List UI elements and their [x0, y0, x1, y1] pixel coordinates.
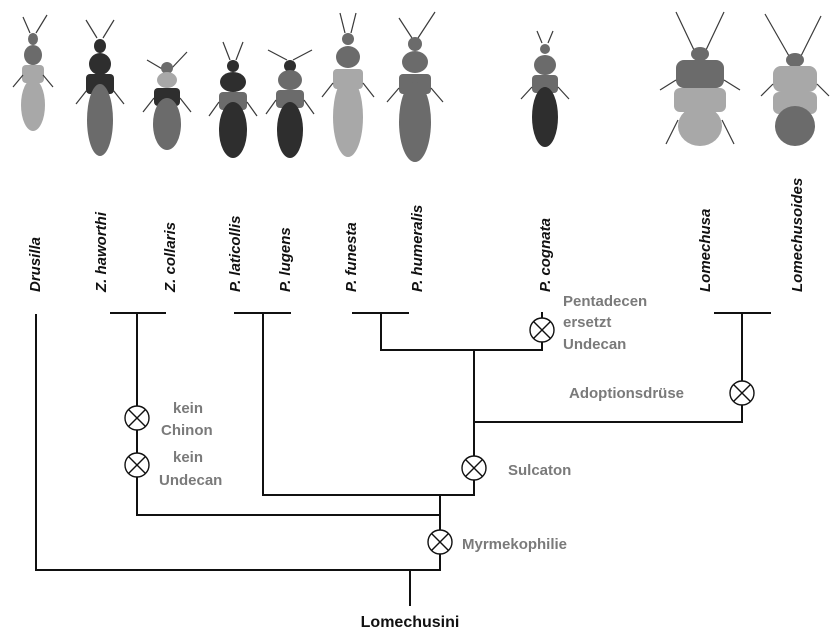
- trait-marker-sulcaton: [462, 456, 486, 480]
- taxon-label-drusilla: Drusilla: [27, 237, 44, 292]
- taxon-label-lomechusa: Lomechusa: [697, 209, 714, 292]
- trait-label-kein-undecan-1: kein: [173, 449, 203, 466]
- taxon-label-z-collaris: Z. collaris: [162, 222, 179, 293]
- beetle-image-z-haworthi: [76, 20, 124, 156]
- taxon-label-p-laticollis: P. laticollis: [227, 216, 244, 292]
- trait-marker-kein-undecan: [125, 453, 149, 477]
- trait-marker-kein-chinon: [125, 406, 149, 430]
- trait-marker-myrmekophilie: [428, 530, 452, 554]
- beetle-image-lomechusa: [660, 12, 740, 146]
- beetle-image-p-humeralis: [387, 12, 443, 162]
- trait-label-adoptionsdruese: Adoptionsdrüse: [569, 385, 684, 402]
- beetle-image-p-cognata: [521, 31, 569, 147]
- taxon-label-z-haworthi: Z. haworthi: [93, 211, 110, 293]
- trait-marker-adoptionsdruese: [730, 381, 754, 405]
- beetle-image-z-collaris: [143, 52, 191, 150]
- trait-label-kein-undecan-2: Undecan: [159, 472, 222, 489]
- beetle-image-drusilla: [13, 15, 53, 131]
- trait-label-myrmekophilie: Myrmekophilie: [462, 536, 567, 553]
- beetle-image-p-lugens: [266, 50, 314, 158]
- taxon-label-lomechusoides: Lomechusoides: [789, 178, 806, 292]
- trait-label-kein-chinon-1: kein: [173, 400, 203, 417]
- trait-label-sulcaton: Sulcaton: [508, 462, 571, 479]
- trait-label-kein-chinon-2: Chinon: [161, 422, 213, 439]
- trait-label-pentadecen-1: Pentadecen: [563, 293, 647, 310]
- root-label: Lomechusini: [361, 614, 460, 631]
- taxon-label-p-funesta: P. funesta: [343, 222, 360, 292]
- taxon-label-p-lugens: P. lugens: [277, 227, 294, 292]
- trait-marker-pentadecen: [530, 318, 554, 342]
- beetle-image-p-laticollis: [209, 42, 257, 158]
- trait-label-pentadecen-3: Undecan: [563, 336, 626, 353]
- beetle-image-lomechusoides: [761, 14, 829, 146]
- taxon-label-p-cognata: P. cognata: [537, 218, 554, 292]
- trait-label-pentadecen-2: ersetzt: [563, 314, 611, 331]
- beetle-image-p-funesta: [322, 13, 374, 157]
- taxon-label-p-humeralis: P. humeralis: [409, 205, 426, 292]
